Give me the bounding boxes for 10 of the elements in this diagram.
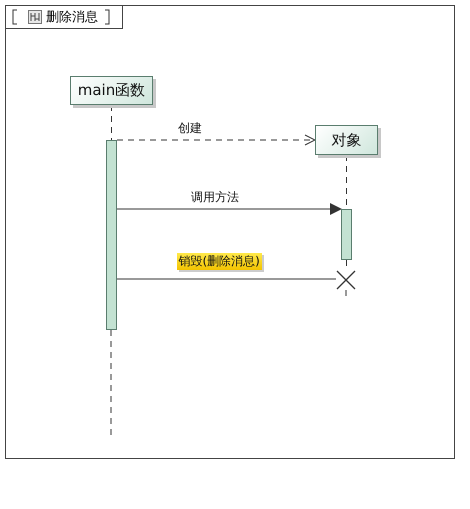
destruction-mark [336,270,356,290]
activation-bar [341,209,352,260]
message-arrow [116,203,342,215]
message-arrow [116,134,316,146]
message-label: 销毁(删除消息) [176,253,262,270]
lifeline-box: main函数 [70,76,153,105]
activation-bar [106,140,117,330]
frame-title: 删除消息 [46,9,98,26]
lifeline-box: 对象 [315,125,378,155]
frame-box [5,5,455,459]
